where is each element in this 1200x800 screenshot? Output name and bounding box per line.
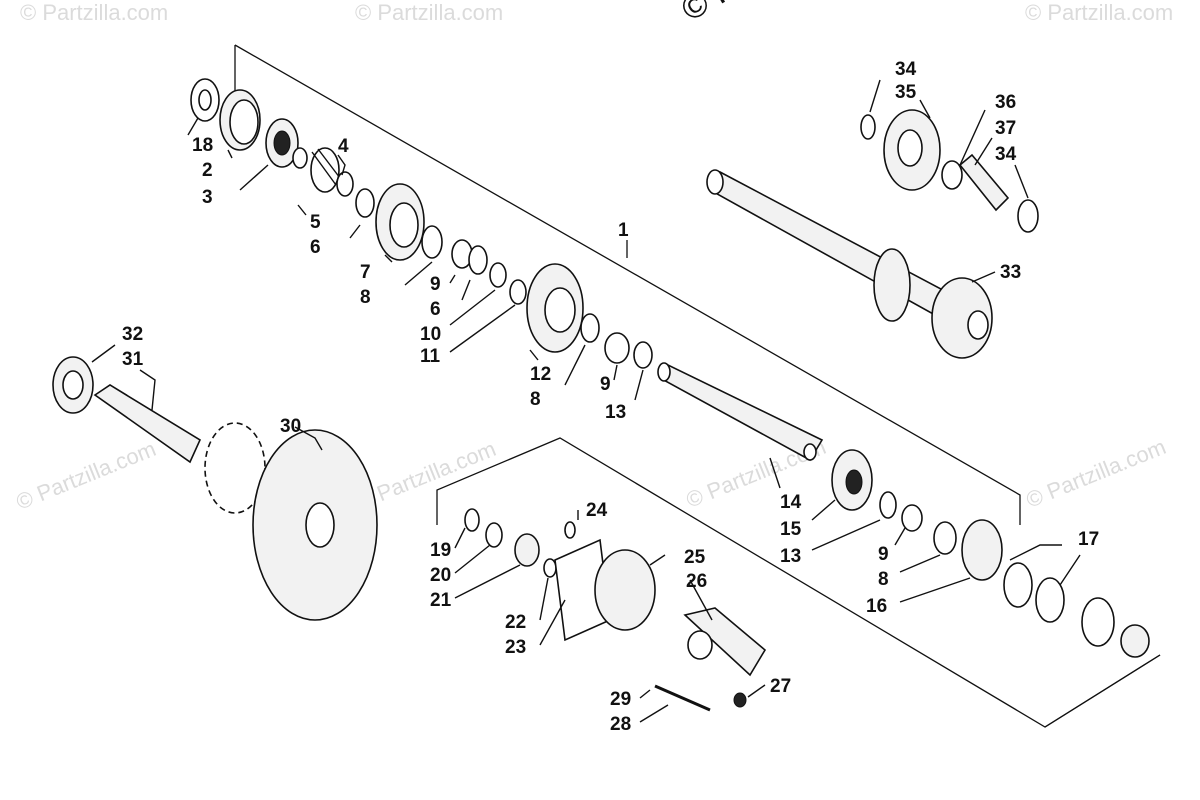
watermark-text: © Partzilla.com <box>1023 434 1170 513</box>
callout-18: 18 <box>192 135 213 156</box>
callout-22: 22 <box>505 612 526 633</box>
callout-6: 6 <box>430 299 441 320</box>
lower-right-parts <box>831 449 1150 658</box>
callout-29: 29 <box>610 689 631 710</box>
callout-2: 2 <box>202 160 213 181</box>
callout-25: 25 <box>684 547 706 568</box>
callout-13: 13 <box>780 546 801 567</box>
callout-30: 30 <box>280 416 301 437</box>
callout-7: 7 <box>360 262 371 283</box>
copyright-mark: © Pa <box>675 0 760 29</box>
callout-8: 8 <box>530 389 541 410</box>
callout-17: 17 <box>1078 529 1099 550</box>
callout-13: 13 <box>605 402 626 423</box>
callout-8: 8 <box>360 287 371 308</box>
callout-27: 27 <box>770 676 791 697</box>
callout-16: 16 <box>866 596 887 617</box>
main-shaft <box>657 362 824 462</box>
callout-3: 3 <box>202 187 213 208</box>
callout-34: 34 <box>995 144 1017 165</box>
callout-32: 32 <box>122 324 143 345</box>
callout-1: 1 <box>618 220 629 241</box>
callout-15: 15 <box>780 519 802 540</box>
callout-12: 12 <box>530 364 551 385</box>
callout-37: 37 <box>995 118 1016 139</box>
right-gear-set <box>860 109 1039 233</box>
callout-31: 31 <box>122 349 144 370</box>
watermark-text: © Partzilla.com <box>355 0 503 25</box>
callout-9: 9 <box>600 374 611 395</box>
callout-10: 10 <box>420 324 441 345</box>
callout-6: 6 <box>310 237 321 258</box>
shift-assembly <box>464 508 767 712</box>
callout-24: 24 <box>586 500 608 521</box>
output-gear-assembly <box>52 356 378 621</box>
watermark-text: © Partzilla.com <box>1025 0 1173 25</box>
callout-20: 20 <box>430 565 451 586</box>
callout-33: 33 <box>1000 262 1021 283</box>
watermark-text: © Partzilla.com <box>20 0 168 25</box>
callout-9: 9 <box>878 544 889 565</box>
callout-8: 8 <box>878 569 889 590</box>
upper-gear-train <box>190 78 653 369</box>
counter-shaft <box>706 169 993 359</box>
callout-4: 4 <box>338 136 349 157</box>
watermark-text: © Partzilla.com <box>13 436 160 515</box>
callout-36: 36 <box>995 92 1016 113</box>
callout-14: 14 <box>780 492 802 513</box>
callout-34: 34 <box>895 59 917 80</box>
callout-19: 19 <box>430 540 451 561</box>
callout-35: 35 <box>895 82 917 103</box>
callout-23: 23 <box>505 637 526 658</box>
callout-labels: 1 2 3 4 5 6 7 8 9 6 10 11 12 8 9 13 14 1… <box>122 59 1099 735</box>
callout-9: 9 <box>430 274 441 295</box>
callout-5: 5 <box>310 212 321 233</box>
callout-11: 11 <box>420 346 441 367</box>
callout-26: 26 <box>686 571 707 592</box>
leader-lines <box>91 79 1081 723</box>
callout-28: 28 <box>610 714 631 735</box>
callout-21: 21 <box>430 590 452 611</box>
